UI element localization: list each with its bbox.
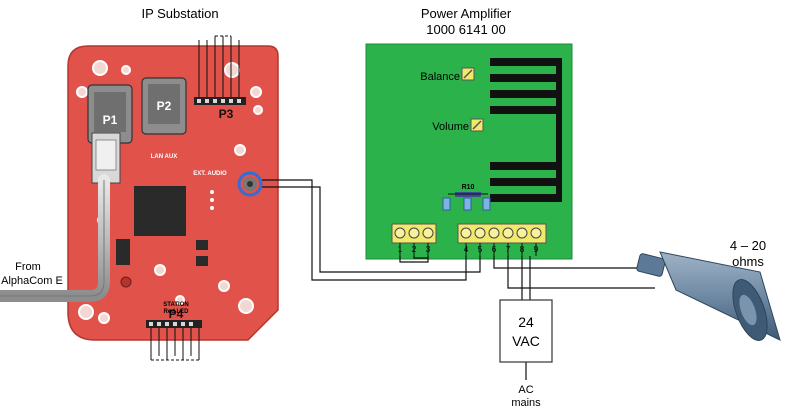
balance-label: Balance xyxy=(420,71,460,83)
r10-label: R10 xyxy=(462,184,475,191)
speaker-horn xyxy=(636,251,781,341)
p3-wires xyxy=(198,35,240,97)
ext-audio-label: EXT. AUDIO xyxy=(193,171,227,177)
p4-label: P4 xyxy=(169,307,184,321)
mains-label-line1: AC xyxy=(518,384,533,396)
speaker-label-line1: 4 – 20 xyxy=(730,238,766,253)
terminal-block-left xyxy=(391,223,437,244)
red-led-label: Red LED xyxy=(163,309,189,315)
terminal-3: 3 xyxy=(426,245,431,254)
terminal-1: 1 xyxy=(398,245,403,254)
lan-aux-label: LAN AUX xyxy=(151,154,177,160)
terminal-6: 6 xyxy=(492,245,497,254)
p2-label: P2 xyxy=(157,99,172,113)
volume-label: Volume xyxy=(432,121,469,133)
wiring xyxy=(262,179,656,380)
p4-wires xyxy=(150,328,200,361)
terminal-block-right xyxy=(457,223,547,244)
ip-substation-board xyxy=(67,45,279,341)
source-label-line1: From xyxy=(15,261,41,273)
power-amplifier-board xyxy=(365,43,573,260)
power-label-line1: 24 xyxy=(518,314,534,330)
terminal-8: 8 xyxy=(520,245,525,254)
station-led-label: STATION xyxy=(163,302,188,308)
power-supply-box xyxy=(499,299,553,363)
speaker-label-line2: ohms xyxy=(732,254,764,269)
heatsink-traces xyxy=(490,58,562,202)
mains-label-line2: mains xyxy=(511,397,541,409)
p1-label: P1 xyxy=(103,113,118,127)
terminal-7: 7 xyxy=(506,245,511,254)
power-label-line2: VAC xyxy=(512,333,540,349)
terminal-5: 5 xyxy=(478,245,483,254)
ethernet-cable xyxy=(0,174,110,302)
amplifier-part-number: 1000 6141 00 xyxy=(426,22,506,37)
p3-label: P3 xyxy=(219,107,234,121)
terminal-2: 2 xyxy=(412,245,417,254)
terminal-9: 9 xyxy=(534,245,539,254)
source-label-line2: AlphaCom E xyxy=(1,275,63,287)
substation-title: IP Substation xyxy=(141,6,218,21)
amplifier-title: Power Amplifier xyxy=(421,6,512,21)
terminal-4: 4 xyxy=(464,245,469,254)
terminal-stubs xyxy=(399,243,537,256)
